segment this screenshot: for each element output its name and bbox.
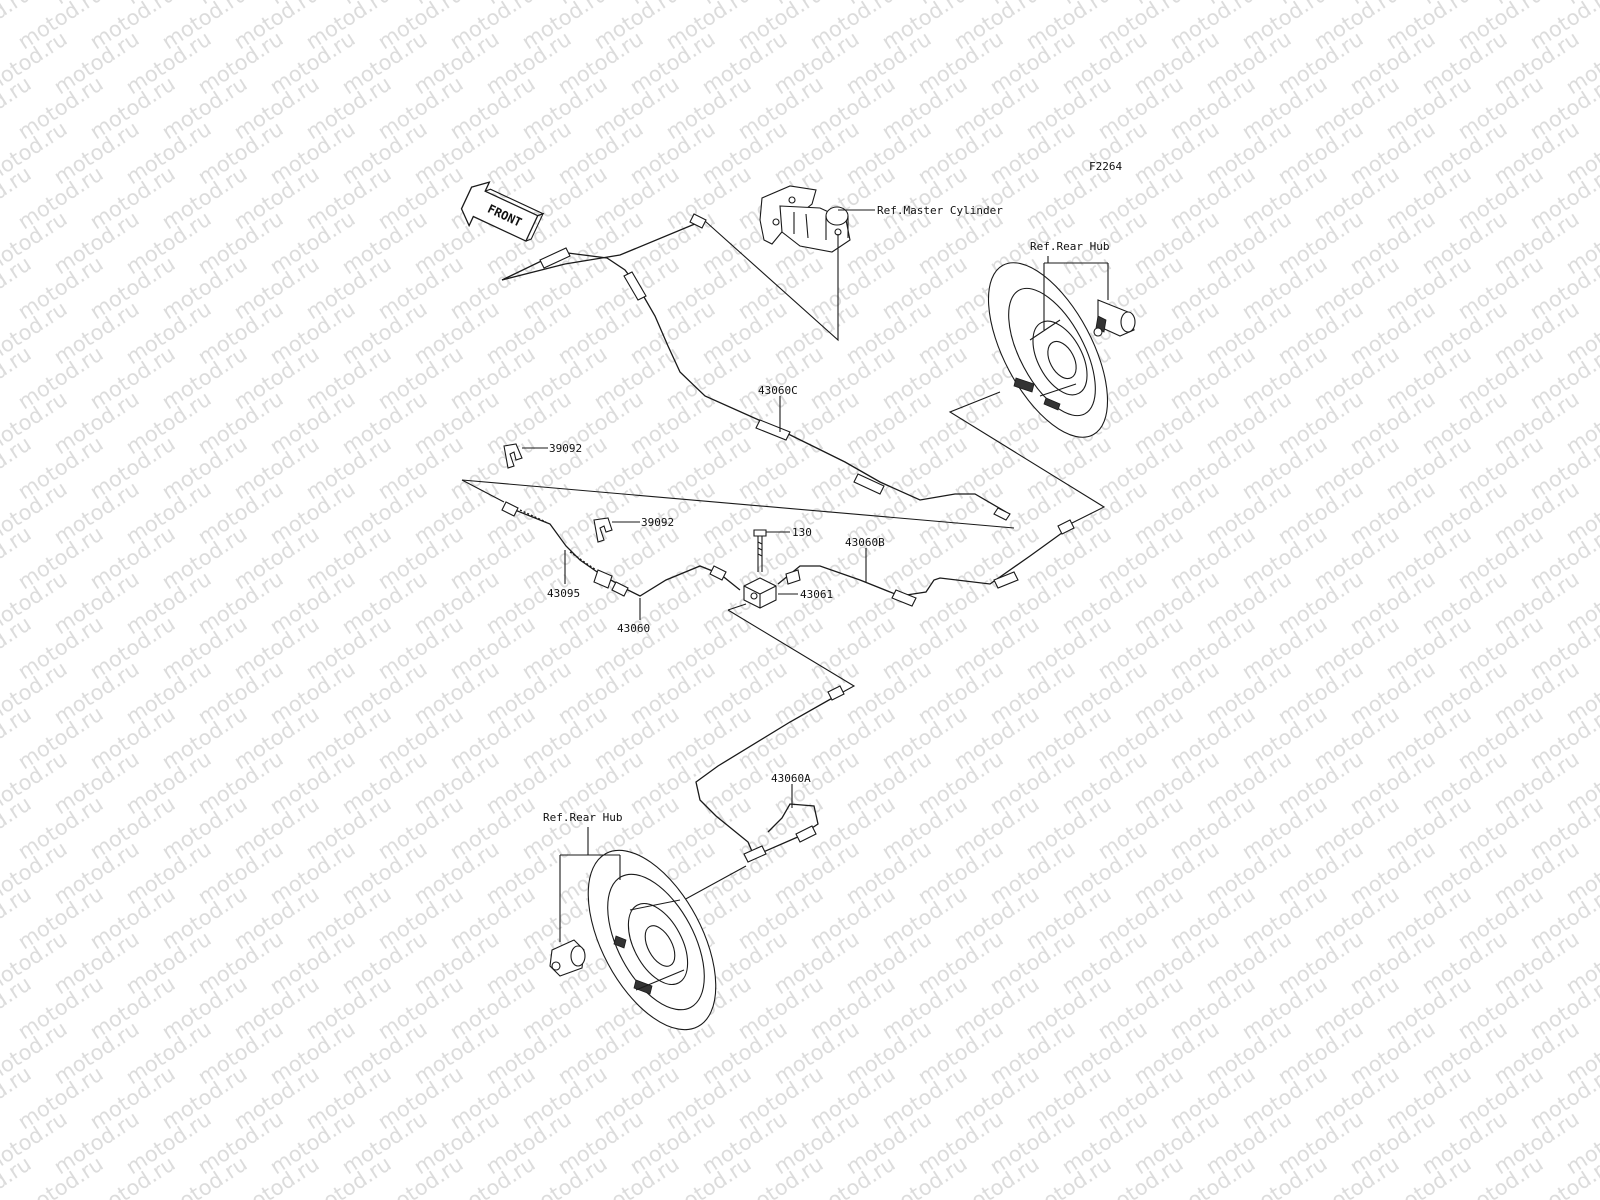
rear-hub-right-bracket bbox=[1043, 256, 1109, 330]
label-43061: 43061 bbox=[800, 588, 833, 601]
rear-hub-right bbox=[987, 262, 1136, 438]
label-43060: 43060 bbox=[617, 622, 650, 635]
pipe-43060A bbox=[695, 685, 845, 863]
label-43060A: 43060A bbox=[771, 772, 811, 785]
front-arrow: FRONT bbox=[460, 181, 545, 242]
brake-hose-43095 bbox=[501, 501, 619, 589]
clip-39092-b bbox=[593, 517, 613, 543]
pipe-43060B bbox=[777, 519, 1075, 607]
joint-43061 bbox=[743, 577, 777, 609]
label-43060B: 43060B bbox=[845, 536, 885, 549]
rear-hub-left bbox=[549, 849, 717, 1031]
rear-hub-right-link-line bbox=[948, 391, 1106, 529]
label-39092-a: 39092 bbox=[549, 442, 582, 455]
hose-link-line bbox=[461, 479, 1015, 529]
pipe-43060C bbox=[501, 213, 1011, 521]
master-cylinder-link-line bbox=[704, 220, 839, 342]
label-43060C: 43060C bbox=[758, 384, 798, 397]
master-cylinder bbox=[759, 185, 851, 253]
label-130: 130 bbox=[792, 526, 812, 539]
bolt-130 bbox=[753, 529, 767, 572]
watermark-text: motod.ru bbox=[1562, 0, 1600, 9]
ref-master-cylinder-label: Ref.Master Cylinder bbox=[877, 204, 1003, 217]
ref-rear-hub-left-label: Ref.Rear Hub bbox=[543, 811, 622, 824]
pipe-43060 bbox=[611, 565, 741, 597]
label-43095: 43095 bbox=[547, 587, 580, 600]
hose-link-line-2 bbox=[461, 479, 505, 503]
ref-rear-hub-right-label: Ref.Rear Hub bbox=[1030, 240, 1109, 253]
label-39092-b: 39092 bbox=[641, 516, 674, 529]
figure-id: F2264 bbox=[1089, 160, 1122, 173]
rear-hub-left-bracket bbox=[559, 827, 621, 942]
clip-39092-a bbox=[503, 443, 523, 469]
